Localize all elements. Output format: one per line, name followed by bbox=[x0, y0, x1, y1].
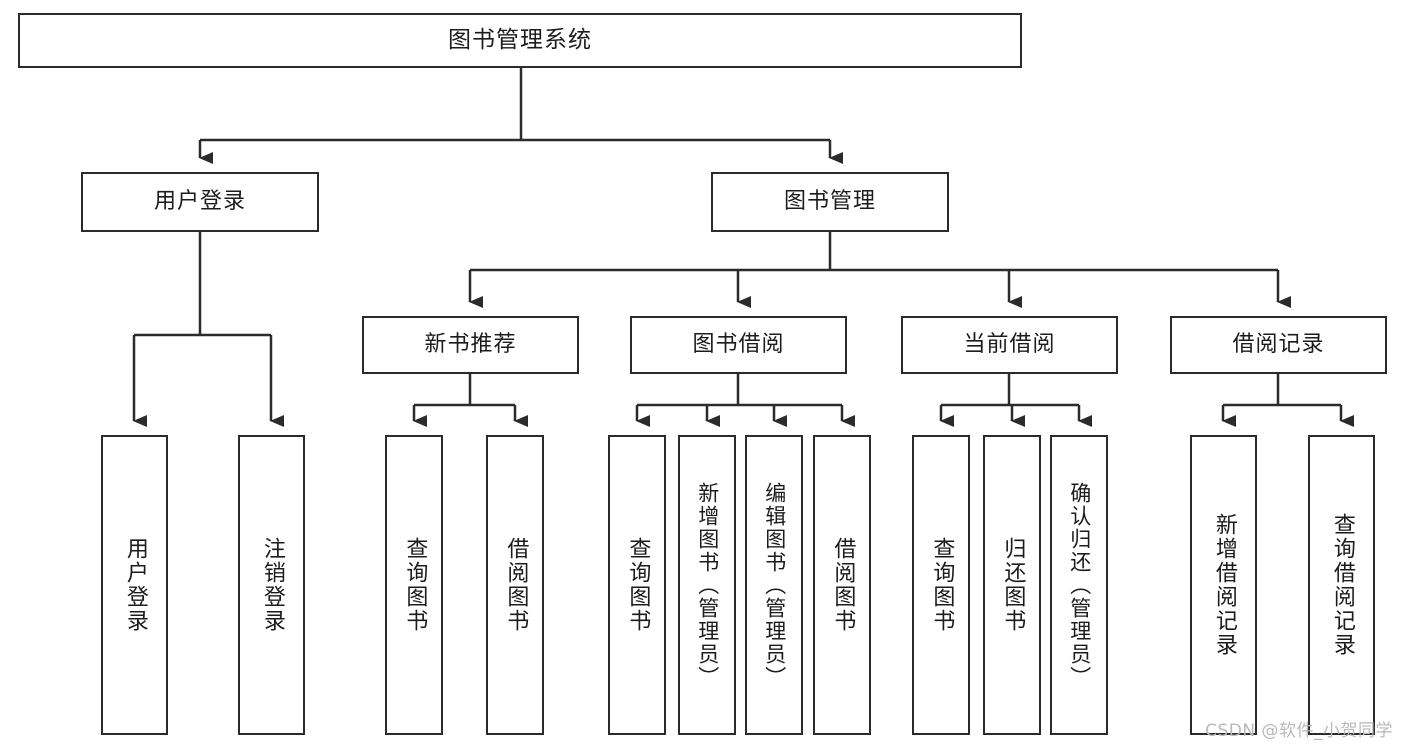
leaf-edit-book-admin[interactable]: 编辑图书（管理员） bbox=[745, 435, 803, 735]
leaf-query-borrow-record[interactable]: 查询借阅记录 bbox=[1308, 435, 1375, 735]
csdn-watermark: CSDN @软件_小贺同学 bbox=[1205, 721, 1393, 741]
leaf-confirm-return-admin[interactable]: 确认归还（管理员） bbox=[1050, 435, 1108, 735]
node-current-borrow[interactable]: 当前借阅 bbox=[901, 316, 1118, 374]
leaf-edit-book-admin-label: 编辑图书（管理员） bbox=[762, 481, 787, 689]
node-new-book-recommend-label: 新书推荐 bbox=[424, 332, 517, 358]
node-book-manage[interactable]: 图书管理 bbox=[711, 172, 949, 232]
leaf-add-borrow-record[interactable]: 新增借阅记录 bbox=[1190, 435, 1257, 735]
leaf-borrow-book-1-label: 借阅图书 bbox=[503, 537, 529, 633]
node-root[interactable]: 图书管理系统 bbox=[18, 13, 1022, 68]
leaf-borrow-book-2[interactable]: 借阅图书 bbox=[813, 435, 871, 735]
leaf-add-borrow-record-label: 新增借阅记录 bbox=[1211, 513, 1237, 657]
leaf-add-book-admin[interactable]: 新增图书（管理员） bbox=[678, 435, 736, 735]
leaf-return-book[interactable]: 归还图书 bbox=[983, 435, 1041, 735]
leaf-user-logout[interactable]: 注销登录 bbox=[238, 435, 305, 735]
node-borrow-record[interactable]: 借阅记录 bbox=[1170, 316, 1387, 374]
leaf-query-book-3[interactable]: 查询图书 bbox=[912, 435, 970, 735]
leaf-add-book-admin-label: 新增图书（管理员） bbox=[695, 481, 720, 689]
node-book-borrow-label: 图书借阅 bbox=[692, 332, 785, 358]
node-book-manage-label: 图书管理 bbox=[783, 189, 876, 215]
leaf-return-book-label: 归还图书 bbox=[1000, 537, 1026, 633]
leaf-user-login-label: 用户登录 bbox=[122, 537, 148, 633]
leaf-borrow-book-1[interactable]: 借阅图书 bbox=[486, 435, 544, 735]
leaf-user-login[interactable]: 用户登录 bbox=[101, 435, 168, 735]
node-book-borrow[interactable]: 图书借阅 bbox=[630, 316, 847, 374]
node-root-label: 图书管理系统 bbox=[448, 27, 592, 54]
leaf-query-borrow-record-label: 查询借阅记录 bbox=[1329, 513, 1355, 657]
node-current-borrow-label: 当前借阅 bbox=[963, 332, 1056, 358]
node-user-login[interactable]: 用户登录 bbox=[81, 172, 319, 232]
node-borrow-record-label: 借阅记录 bbox=[1232, 332, 1325, 358]
leaf-query-book-2-label: 查询图书 bbox=[625, 537, 651, 633]
leaf-query-book-3-label: 查询图书 bbox=[929, 537, 955, 633]
leaf-query-book-1-label: 查询图书 bbox=[402, 537, 428, 633]
leaf-query-book-1[interactable]: 查询图书 bbox=[385, 435, 443, 735]
node-user-login-label: 用户登录 bbox=[153, 189, 246, 215]
leaf-confirm-return-admin-label: 确认归还（管理员） bbox=[1067, 481, 1092, 689]
leaf-user-logout-label: 注销登录 bbox=[259, 537, 285, 633]
leaf-borrow-book-2-label: 借阅图书 bbox=[830, 537, 856, 633]
node-new-book-recommend[interactable]: 新书推荐 bbox=[362, 316, 579, 374]
leaf-query-book-2[interactable]: 查询图书 bbox=[608, 435, 666, 735]
